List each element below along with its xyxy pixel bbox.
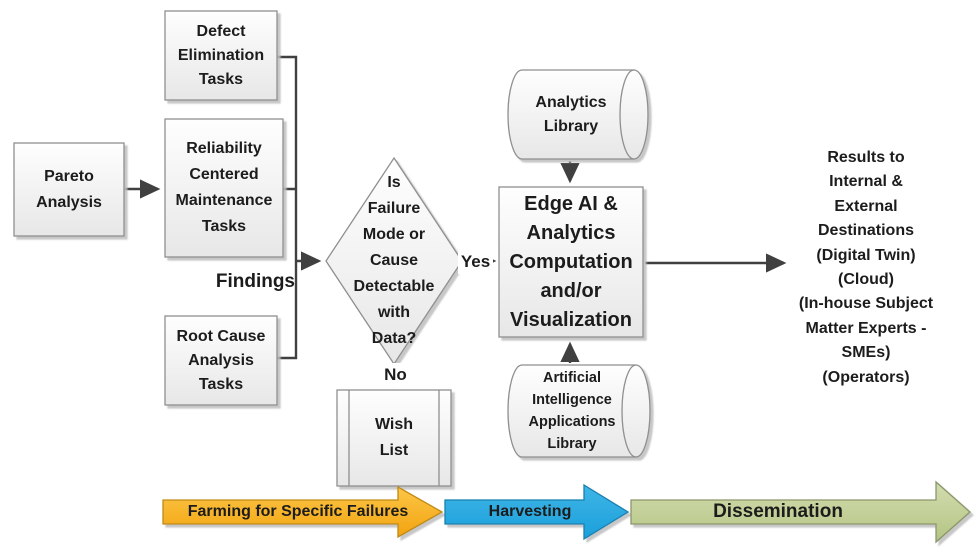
rcm-tasks-box [164,118,284,258]
farming-phase-arrow [162,485,444,539]
ai-applications-library-cylinder [507,364,651,458]
edge-ai-box [498,186,644,338]
connector-findings-trunk [277,55,298,360]
decision-diamond [325,156,463,366]
wish-list-box [336,389,452,487]
dissemination-phase-arrow [630,480,971,544]
harvesting-phase-arrow [444,483,630,541]
defect-elimination-box [164,10,278,101]
pareto-analysis-box [13,142,125,237]
analytics-library-cylinder [507,69,649,160]
root-cause-box [164,315,278,406]
